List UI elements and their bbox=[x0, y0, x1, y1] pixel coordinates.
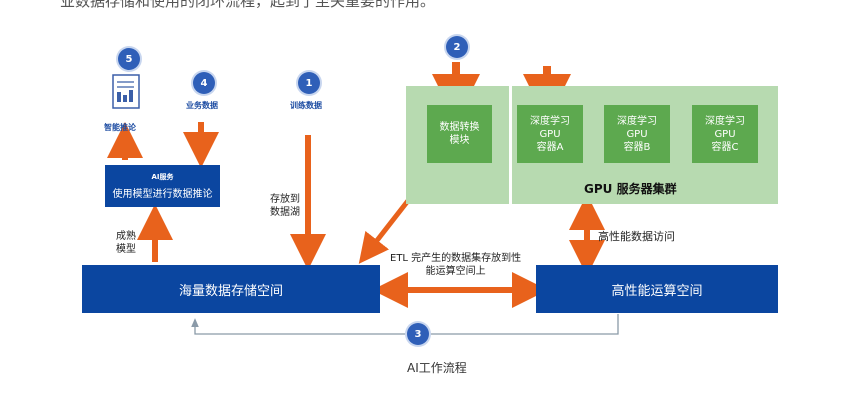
smart-inference-label: 智能推论 bbox=[104, 123, 136, 132]
gpu-container-a: 深度学习 GPU 容器A bbox=[517, 105, 583, 163]
step-2-badge: 2 bbox=[446, 36, 468, 58]
ai-service-title: AI服务 bbox=[151, 173, 174, 181]
ai-service-box: AI服务 使用模型进行数据推论 bbox=[105, 165, 220, 207]
gpu-cluster-title: GPU 服务器集群 bbox=[584, 182, 677, 196]
step-1-badge: 1 bbox=[298, 72, 320, 94]
compute-space-box: 高性能运算空间 bbox=[536, 265, 778, 313]
step-5-badge: 5 bbox=[118, 48, 140, 70]
mature-model-label: 成熟 模型 bbox=[116, 231, 136, 255]
step-4-badge: 4 bbox=[193, 72, 215, 94]
etl-label: ETL 完产生的数据集存放到性 能运算空间上 bbox=[390, 253, 522, 277]
training-data-label: 训练数据 bbox=[290, 101, 322, 110]
gpu-container-c: 深度学习 GPU 容器C bbox=[692, 105, 758, 163]
business-data-label: 业务数据 bbox=[186, 101, 218, 110]
data-conversion-module: 数据转换 模块 bbox=[427, 105, 492, 163]
hp-access-label: 高性能数据访问 bbox=[598, 230, 675, 243]
storage-space-box: 海量数据存储空间 bbox=[82, 265, 380, 313]
diagram-caption: AI工作流程 bbox=[407, 361, 467, 375]
gpu-divider bbox=[509, 86, 512, 204]
gpu-container-b: 深度学习 GPU 容器B bbox=[604, 105, 670, 163]
feedback-loop-line bbox=[191, 314, 619, 335]
intro-text: 业数据存储和使用的闭环流程，起到了至关重要的作用。 bbox=[60, 0, 436, 10]
store-to-lake-label: 存放到 数据湖 bbox=[270, 194, 300, 218]
ai-service-desc: 使用模型进行数据推论 bbox=[112, 189, 213, 200]
report-icon bbox=[112, 74, 142, 114]
step-3-badge: 3 bbox=[407, 323, 429, 345]
